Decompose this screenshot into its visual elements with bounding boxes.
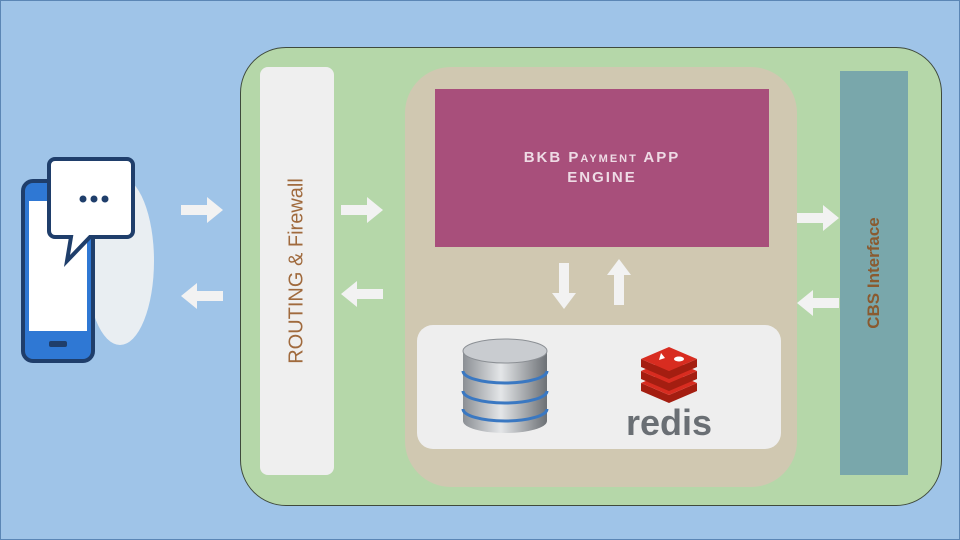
data-store-panel: redis [417,325,781,449]
engine-title-line2: ENGINE [567,169,637,186]
mobile-chat-icon [21,157,154,363]
arrow-right-icon [797,205,839,231]
engine-title-line1: BKB Payment APP [523,149,681,166]
routing-firewall-label: ROUTING & Firewall [285,178,308,364]
redis-logo: redis [626,347,712,439]
cbs-interface-label: CBS Interface [864,217,883,329]
arrow-right-icon [341,197,383,223]
payment-engine-box: BKB Payment APP ENGINE [435,89,769,247]
arrow-right-icon [181,197,223,223]
cbs-interface-box: CBS Interface [840,71,908,475]
redis-wordmark: redis [626,402,712,439]
routing-firewall-box: ROUTING & Firewall [260,67,334,475]
arrow-left-icon [797,290,839,316]
arrow-left-icon [181,283,223,309]
arrow-left-icon [341,281,383,307]
database-icon [461,338,549,433]
arrow-down-icon [552,263,576,309]
arrow-up-icon [607,259,631,305]
